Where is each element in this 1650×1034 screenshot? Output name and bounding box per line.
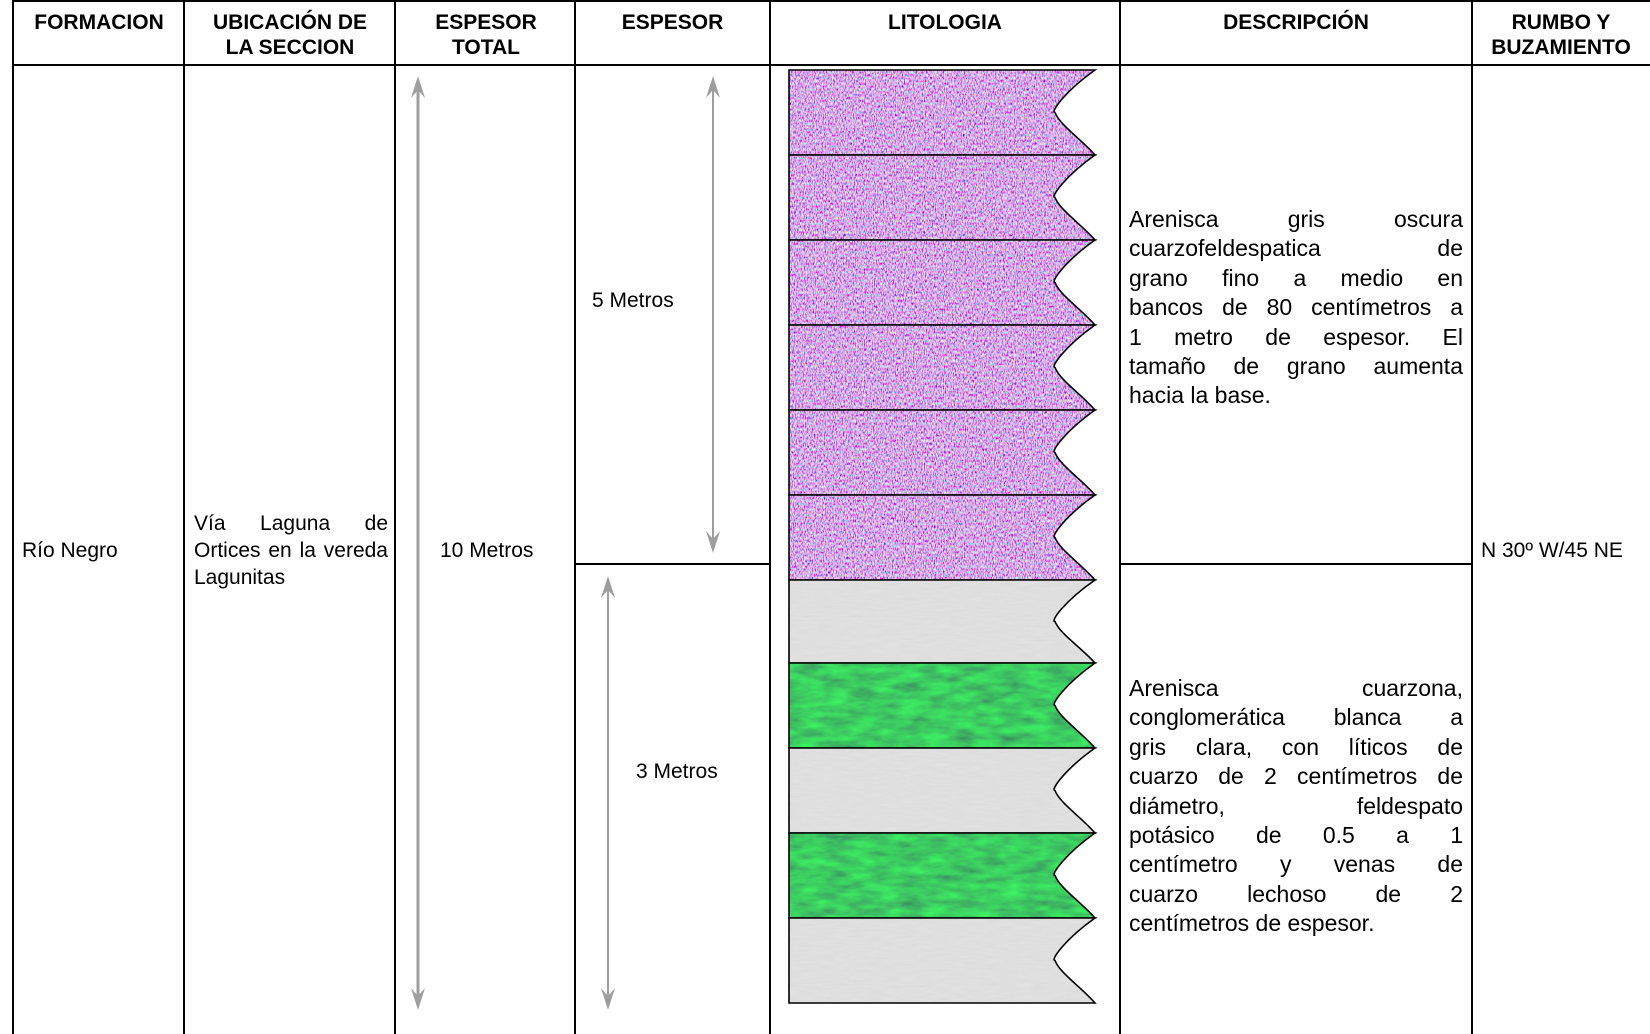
description-line: tamaño de grano aumenta bbox=[1129, 353, 1463, 380]
lithology-bed-outline bbox=[788, 662, 1098, 749]
lithology-bed-texture bbox=[789, 495, 1095, 580]
arrow-head-up bbox=[411, 76, 425, 98]
formacion-value: Río Negro bbox=[22, 539, 118, 562]
description-line: Arenisca gris oscura bbox=[1129, 206, 1463, 232]
description-line: cuarzofeldespatica de bbox=[1129, 235, 1463, 262]
ubicacion-value: Vía Laguna de Ortices en la vereda Lagun… bbox=[194, 512, 388, 589]
description-line: conglomerática blanca a bbox=[1129, 704, 1463, 731]
lithology-bed-outline bbox=[788, 239, 1098, 326]
description-lower: Arenisca cuarzona, conglomerática blanca … bbox=[1129, 674, 1463, 939]
lithology-bed-outline bbox=[788, 154, 1098, 241]
header-formacion: FORMACION bbox=[34, 11, 164, 34]
arrow-head-up bbox=[601, 576, 615, 598]
espesor-lower-value: 3 Metros bbox=[636, 760, 718, 783]
lithology-bed-outline bbox=[788, 324, 1098, 411]
description-line: hacia la base. bbox=[1129, 382, 1271, 409]
lithology-bed-texture bbox=[789, 155, 1095, 240]
lithology-bed-outline bbox=[788, 917, 1098, 1004]
lithology-column bbox=[788, 69, 1098, 1004]
lithology-bed-texture bbox=[789, 918, 1095, 1003]
lithology-bed-outline bbox=[788, 832, 1098, 919]
lithology-bed-outline bbox=[788, 579, 1098, 664]
header-descripcion: DESCRIPCIÓN bbox=[1223, 11, 1369, 34]
lithology-bed-texture bbox=[789, 240, 1095, 325]
lithology-bed-texture bbox=[789, 325, 1095, 410]
thickness-arrows bbox=[411, 76, 720, 1010]
lithology-bed-outline bbox=[788, 409, 1098, 496]
arrow-head-down bbox=[706, 531, 720, 553]
lithology-bed-texture bbox=[789, 833, 1095, 918]
description-line: bancos de 80 centímetros a bbox=[1129, 294, 1463, 321]
description-line: 1 metro de espesor. El bbox=[1129, 323, 1463, 350]
lithology-bed-outline bbox=[788, 747, 1098, 834]
header-espesor: ESPESOR bbox=[621, 11, 724, 34]
arrow-head-down bbox=[411, 988, 425, 1010]
lithology-bed-outline bbox=[788, 69, 1098, 156]
table-grid bbox=[12, 0, 1650, 1034]
arrow-head-down bbox=[601, 988, 615, 1010]
description-line: centímetros de espesor. bbox=[1129, 910, 1375, 937]
espesor-total-value: 10 Metros bbox=[440, 539, 534, 562]
description-line: centímetro y venas de bbox=[1129, 851, 1463, 878]
espesor-upper-value: 5 Metros bbox=[592, 289, 674, 312]
description-line: grano fino a medio en bbox=[1129, 264, 1463, 291]
description-line: potásico de 0.5 a 1 bbox=[1129, 822, 1463, 849]
lithology-bed-texture bbox=[789, 410, 1095, 495]
lithology-bed-texture bbox=[789, 580, 1095, 663]
description-line: cuarzo de 2 centímetros de bbox=[1129, 763, 1463, 790]
description-line: cuarzo lechoso de 2 bbox=[1129, 880, 1463, 907]
description-line: Arenisca cuarzona, bbox=[1129, 675, 1463, 701]
arrow-head-up bbox=[706, 76, 720, 98]
description-upper: Arenisca gris oscura cuarzofeldespatica d… bbox=[1129, 205, 1463, 411]
rumbo-value: N 30º W/45 NE bbox=[1481, 539, 1623, 562]
lithology-bed-outline bbox=[788, 494, 1098, 581]
description-line: diámetro, feldespato bbox=[1129, 792, 1463, 819]
header-litologia: LITOLOGIA bbox=[888, 11, 1002, 34]
description-line: gris clara, con líticos de bbox=[1129, 733, 1463, 760]
lithology-bed-texture bbox=[789, 663, 1095, 748]
lithology-bed-texture bbox=[789, 70, 1095, 155]
lithology-bed-texture bbox=[789, 748, 1095, 833]
